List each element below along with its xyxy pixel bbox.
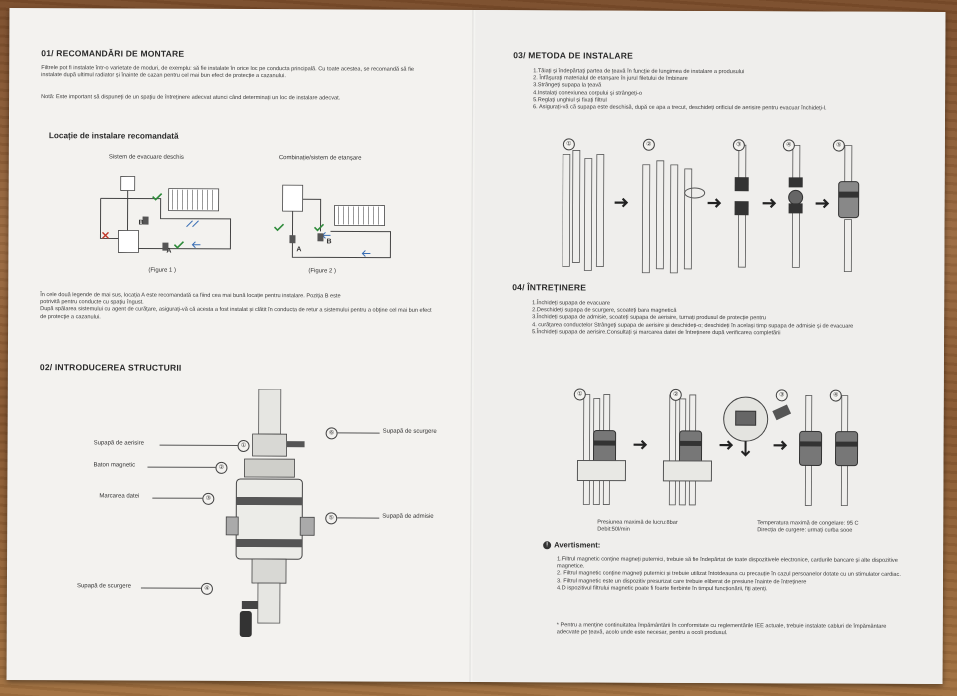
maintenance-steps: 1.Închideți supapa de evacuare 2.Deschid… bbox=[532, 300, 902, 338]
warning-item: 1.Filtrul magnetic conține magneți puter… bbox=[557, 556, 898, 570]
fig1-marker-a: A bbox=[166, 248, 171, 255]
section-title: RECOMANDĂRI DE MONTARE bbox=[56, 48, 185, 59]
part-3-number: ③ bbox=[202, 492, 215, 505]
part-5-label: Supapă de admisie bbox=[382, 513, 434, 520]
part-1-label: Supapă de aerisire bbox=[93, 440, 144, 447]
section-number: 01/ bbox=[41, 48, 54, 59]
install-step-1-number: ① bbox=[562, 138, 575, 151]
part-4-number: ④ bbox=[200, 582, 213, 595]
section-title: INTRODUCEREA STRUCTURII bbox=[54, 362, 182, 373]
leader-line bbox=[337, 432, 380, 434]
install-step: 6. Asigurați-vă că supapa este deschisă,… bbox=[533, 104, 827, 112]
note-paragraph: Notă: Este important să dispuneți de un … bbox=[41, 94, 341, 102]
recommended-location-title: Locație de instalare recomandată bbox=[48, 131, 179, 141]
section-title: METODA DE INSTALARE bbox=[528, 50, 633, 61]
part-5-number: ⑤ bbox=[325, 512, 338, 525]
warning-icon: ! bbox=[543, 541, 552, 550]
figure-2-title: Combinație/sistem de etanșare bbox=[278, 155, 362, 162]
leader-line bbox=[147, 466, 216, 468]
figure-1-title: Sistem de evacuare deschis bbox=[108, 154, 184, 161]
maint-step-1-number: ① bbox=[573, 388, 586, 401]
legend-line-3: După spălarea sistemului cu agent de cur… bbox=[40, 306, 432, 320]
section-02-heading: 02/ INTRODUCEREA STRUCTURII bbox=[40, 362, 182, 373]
part-6-number: ⑥ bbox=[325, 427, 338, 440]
leader-line bbox=[140, 587, 201, 589]
fig1-marker-b: B bbox=[139, 220, 144, 227]
install-step-5-number: ⑤ bbox=[832, 139, 845, 152]
warning-item: 4.D ispozitivul filtrului magnetic poate… bbox=[556, 585, 768, 593]
warning-heading: !Avertisment: bbox=[543, 540, 601, 550]
figure-1-diagram: B A bbox=[99, 176, 232, 255]
section-04-heading: 04/ ÎNTREȚINERE bbox=[512, 282, 586, 292]
install-step-3-number: ③ bbox=[732, 139, 745, 152]
section-01-heading: 01/ RECOMANDĂRI DE MONTARE bbox=[41, 48, 184, 59]
install-steps: 1.Tăiați și îndepărtați partea de țeavă … bbox=[533, 68, 873, 113]
part-6-label: Supapă de scurgere bbox=[382, 428, 437, 435]
install-step-2-number: ② bbox=[642, 138, 655, 151]
figure-2-diagram: A B bbox=[273, 184, 392, 259]
fig2-marker-a: A bbox=[296, 246, 301, 253]
installation-steps-diagram bbox=[562, 144, 860, 274]
part-2-label: Baton magnetic bbox=[93, 462, 136, 469]
intro-paragraph: Filtrele pot fi instalate într-o varieta… bbox=[41, 65, 415, 80]
leader-line bbox=[159, 444, 238, 446]
left-page: 01/ RECOMANDĂRI DE MONTARE Filtrele pot … bbox=[7, 8, 473, 682]
section-number: 04/ bbox=[512, 282, 525, 293]
maint-step-2-number: ② bbox=[669, 388, 682, 401]
figure-1-caption: (Figure 1 ) bbox=[148, 267, 177, 274]
right-page: 03/ METODA DE INSTALARE 1.Tăiați și înde… bbox=[472, 9, 946, 685]
warning-title: Avertisment: bbox=[554, 540, 601, 550]
spec-flow: Debit:50l/min bbox=[597, 526, 630, 533]
maint-step-3-number: ③ bbox=[775, 389, 788, 402]
part-1-number: ① bbox=[237, 439, 250, 453]
spec-direction: Direcția de curgere: urmați curba sooe bbox=[757, 527, 853, 534]
instruction-leaflet: 01/ RECOMANDĂRI DE MONTARE Filtrele pot … bbox=[6, 7, 946, 685]
section-number: 02/ bbox=[39, 362, 53, 373]
grounding-note: * Pentru a menține continuitatea împămân… bbox=[556, 622, 887, 637]
maintenance-steps-diagram bbox=[576, 394, 859, 507]
legend-text: În cele două legende de mai sus, locația… bbox=[40, 292, 435, 323]
install-step-4-number: ④ bbox=[782, 139, 795, 152]
part-2-number: ② bbox=[215, 461, 228, 474]
section-03-heading: 03/ METODA DE INSTALARE bbox=[513, 50, 633, 61]
warning-list: 1.Filtrul magnetic conține magneți puter… bbox=[557, 556, 902, 594]
leader-line bbox=[337, 517, 380, 519]
section-title: ÎNTREȚINERE bbox=[527, 282, 587, 293]
fig2-marker-b: B bbox=[326, 238, 331, 245]
part-4-label: Supapă de scurgere bbox=[76, 583, 132, 590]
figure-2-caption: (Figure 2 ) bbox=[308, 268, 337, 275]
maint-step-4-number: ④ bbox=[829, 389, 842, 402]
section-number: 03/ bbox=[513, 50, 526, 61]
part-3-label: Marcarea datei bbox=[99, 493, 140, 500]
leader-line bbox=[152, 497, 203, 499]
filter-structure-diagram bbox=[225, 388, 315, 638]
